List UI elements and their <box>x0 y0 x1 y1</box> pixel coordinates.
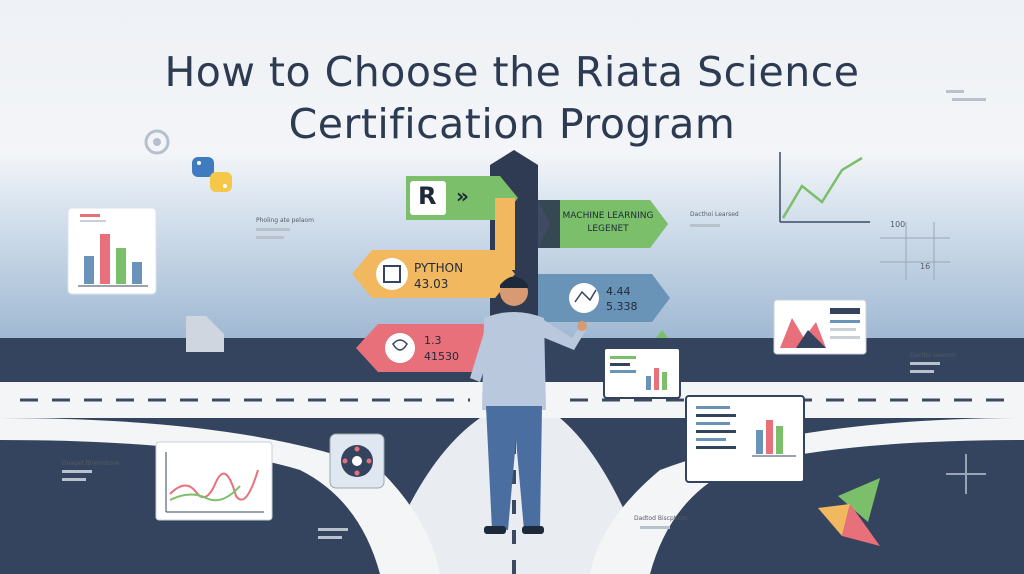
dashboard-card-large <box>685 395 805 483</box>
caption-bottom-left: Doaget Bhenistone <box>62 460 120 467</box>
dashboard-card-small <box>603 330 681 399</box>
sign-red-line2: 41530 <box>424 350 459 363</box>
sign-python-value: 43.03 <box>414 277 449 291</box>
python-logo-icon <box>192 157 232 192</box>
sign-python-label: PYTHON <box>414 261 464 275</box>
gear-icon <box>144 129 170 155</box>
sign-blue-line1: 4.44 <box>606 285 631 298</box>
bar-chart-card <box>67 207 157 295</box>
line-chart-sketch <box>779 152 870 223</box>
network-icon <box>329 433 385 489</box>
sign-blue <box>538 274 670 322</box>
sign-machine-learning-line1: MACHINE LEARNING <box>562 211 654 221</box>
sign-blue-line2: 5.338 <box>606 300 638 313</box>
person-figure <box>470 276 587 534</box>
caption-top-right: Dacthoi Learsed <box>690 211 739 218</box>
page-title-line1: How to Choose the Riata Science <box>164 48 860 96</box>
caption-mid-right: Dacitoi sasoom <box>910 352 956 359</box>
sign-r-label: R <box>418 182 437 210</box>
sign-red <box>356 324 490 372</box>
line-chart-card <box>155 441 273 521</box>
sign-python <box>352 250 515 298</box>
page-title-line2: Certification Program <box>288 100 736 148</box>
sign-red-line1: 1.3 <box>424 334 442 347</box>
caption-bottom-right: Dadtod Biscpticm <box>634 515 688 522</box>
grid-number-top: 100 <box>890 220 906 229</box>
dashboard-card-right <box>773 299 867 355</box>
geometric-shape <box>818 478 880 546</box>
sign-r-arrows: » <box>456 184 469 208</box>
sign-machine-learning <box>538 200 668 248</box>
sign-r <box>406 176 518 220</box>
sign-machine-learning-line2: LEGENET <box>587 224 629 234</box>
caption-top-left: Pholing ate pelaom <box>256 217 314 224</box>
grid-sketch <box>880 222 950 280</box>
grid-number-bottom: 16 <box>920 262 931 271</box>
